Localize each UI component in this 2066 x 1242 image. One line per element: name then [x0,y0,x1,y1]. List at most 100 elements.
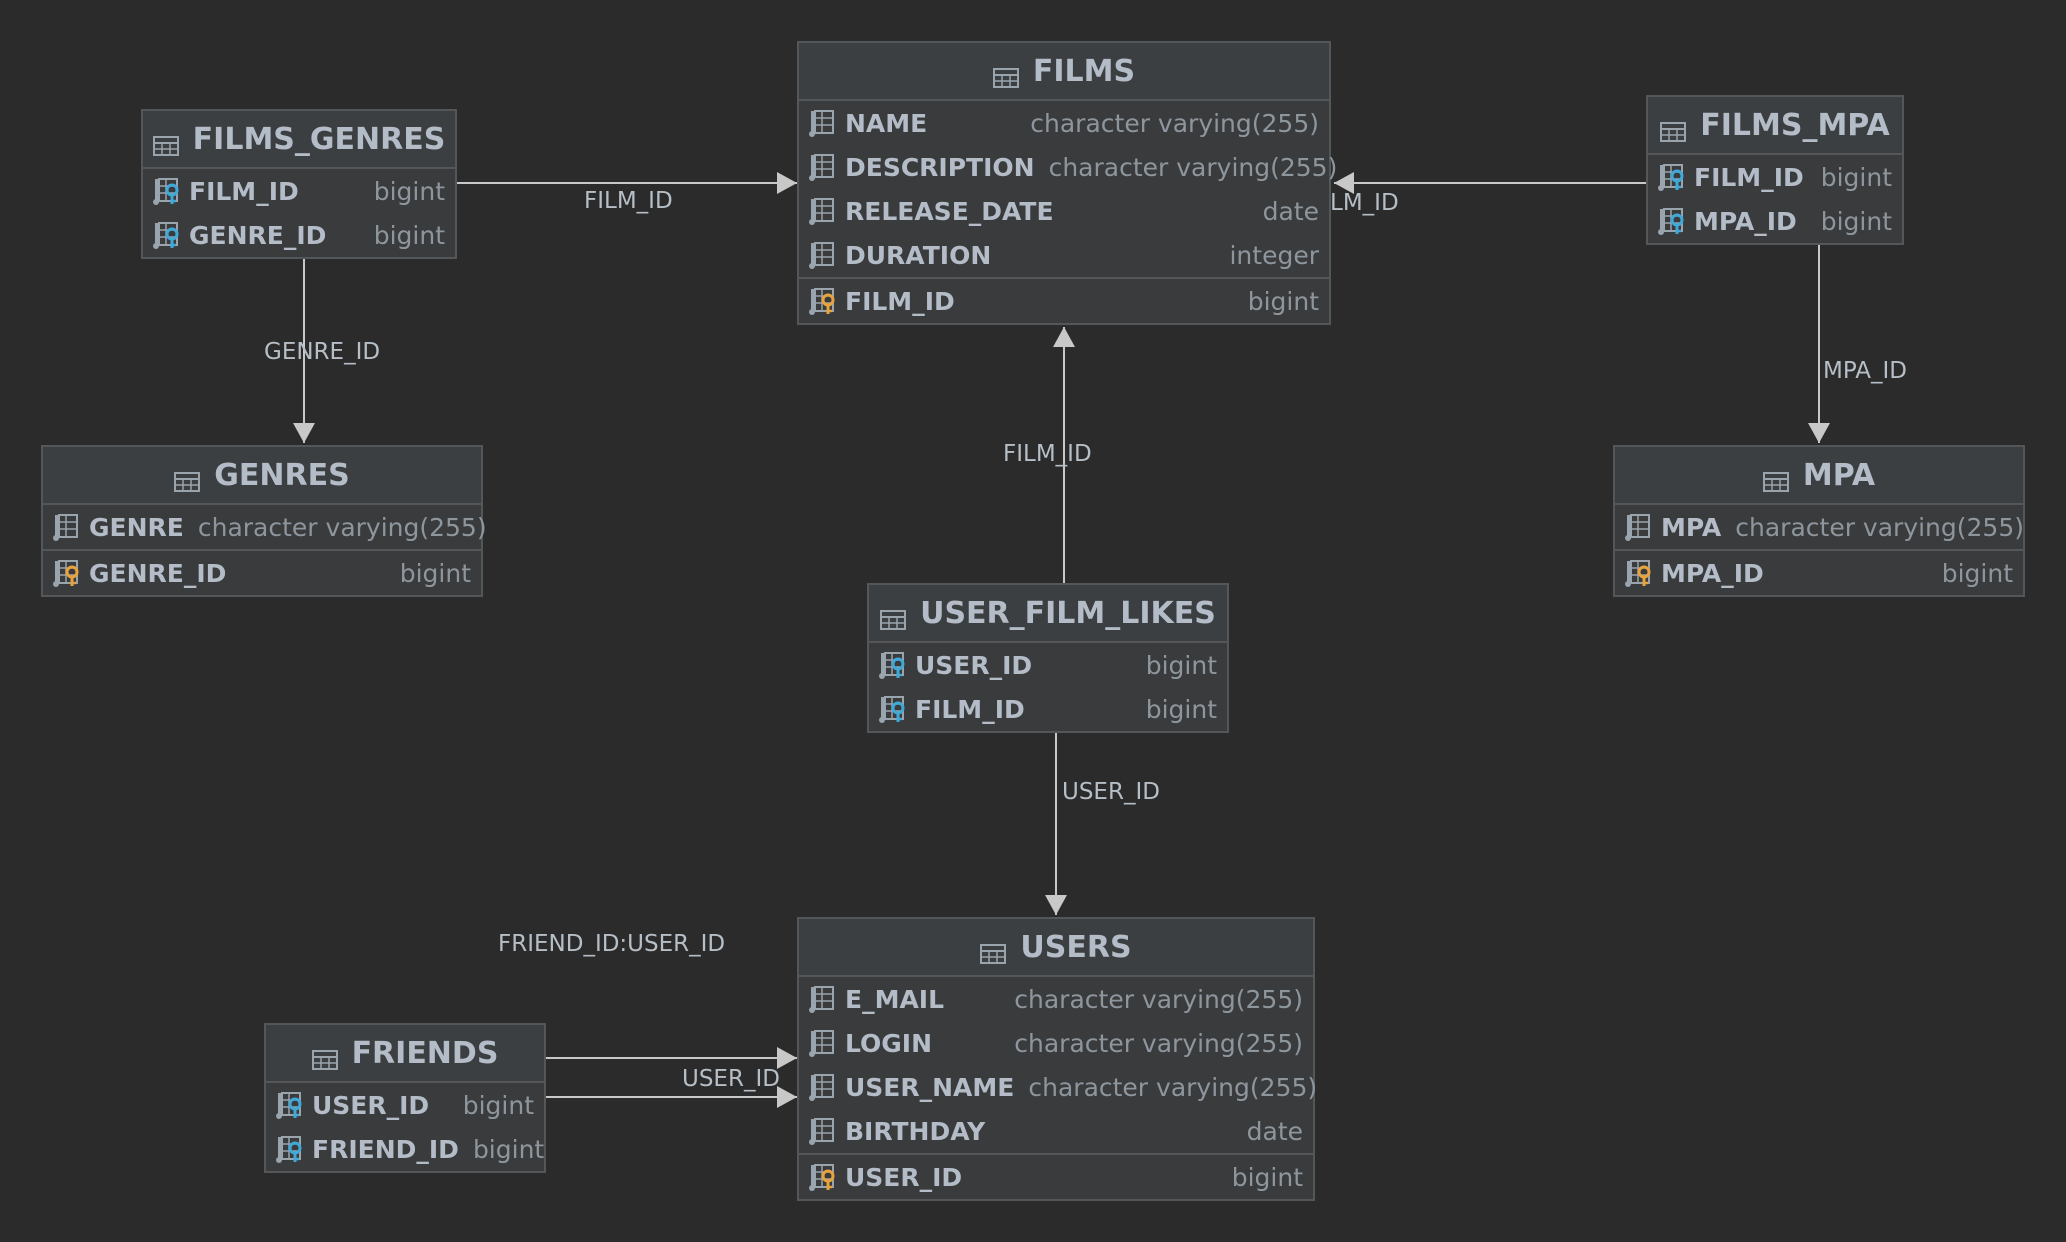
column-type: character varying(255) [1028,1072,1318,1102]
table-header[interactable]: FILMS_MPA [1648,97,1902,155]
table-grid-icon [311,1043,338,1070]
column-row[interactable]: GENRE_ID bigint [143,213,455,257]
foreign-key-column-icon [274,1134,304,1164]
primary-key-column-icon [807,286,837,316]
table-title: FILMS_GENRES [192,121,446,157]
primary-key-row[interactable]: FILM_ID bigint [799,277,1329,323]
table-title: FILMS_MPA [1700,107,1890,143]
column-type: character varying(255) [197,512,487,542]
foreign-key-column-icon [1656,162,1686,192]
column-type: bigint [1820,206,1892,236]
column-type: character varying(255) [1048,152,1338,182]
edge-likes-to-users-arrow [1045,895,1067,915]
column-name: FILM_ID [189,176,299,206]
column-icon [807,1116,837,1146]
table-grid-icon [152,129,179,156]
column-name: DESCRIPTION [845,152,1035,182]
column-name: GENRE_ID [89,558,227,588]
column-type: bigint [1941,558,2013,588]
column-row[interactable]: RELEASE_DATE date [799,189,1329,233]
primary-key-column-icon [1623,558,1653,588]
column-name: FILM_ID [1694,162,1804,192]
column-name: GENRE [89,512,184,542]
table-genres[interactable]: GENRES GENRE character varying(255) GENRE_I… [41,445,487,597]
column-name: DURATION [845,240,992,270]
table-header[interactable]: FILMS [799,43,1329,101]
column-type: date [1262,196,1319,226]
column-name: FILM_ID [915,694,1025,724]
table-header[interactable]: USERS [799,919,1313,977]
column-type: bigint [462,1090,534,1120]
primary-key-row[interactable]: MPA_ID bigint [1615,549,2023,595]
column-name: USER_ID [915,650,1033,680]
column-type: bigint [399,558,471,588]
column-name: MPA_ID [1661,558,1764,588]
edge-films-mpa-to-films-arrow [1334,172,1354,194]
column-type: bigint [373,220,445,250]
primary-key-row[interactable]: GENRE_ID bigint [43,549,481,595]
table-header[interactable]: FRIENDS [266,1025,544,1083]
column-name: MPA [1661,512,1722,542]
foreign-key-column-icon [151,220,181,250]
column-name: GENRE_ID [189,220,327,250]
column-icon [807,196,837,226]
foreign-key-column-icon [151,176,181,206]
table-header[interactable]: FILMS_GENRES [143,111,455,169]
table-title: GENRES [214,457,350,493]
primary-key-column-icon [51,558,81,588]
table-grid-icon [880,603,907,630]
edge-label: MPA_ID [1823,358,1907,384]
column-name: RELEASE_DATE [845,196,1054,226]
table-grid-icon [1762,465,1789,492]
column-type: date [1246,1116,1303,1146]
edge-label: FILM_ID [1003,441,1092,467]
column-name: MPA_ID [1694,206,1797,236]
column-row[interactable]: DESCRIPTION character varying(255) [799,145,1337,189]
edge-label: USER_ID [1062,779,1160,805]
column-type: bigint [1247,286,1319,316]
column-icon [807,108,837,138]
table-header[interactable]: USER_FILM_LIKES [869,585,1227,643]
edge-films-mpa-to-mpa-arrow [1808,423,1830,443]
table-title: FRIENDS [351,1035,499,1071]
table-title: USER_FILM_LIKES [920,595,1216,631]
edge-label: FILM_ID [584,188,673,214]
column-name: USER_ID [845,1162,963,1192]
column-icon [807,152,837,182]
column-icon [807,984,837,1014]
edge-label: USER_ID [682,1066,780,1092]
foreign-key-column-icon [274,1090,304,1120]
primary-key-column-icon [807,1162,837,1192]
table-title: FILMS [1032,53,1136,89]
table-header[interactable]: GENRES [43,447,481,505]
column-name: FRIEND_ID [312,1134,459,1164]
table-grid-icon [980,937,1007,964]
table-grid-icon [992,61,1019,88]
column-row[interactable]: MPA_ID bigint [1648,199,1902,243]
column-row[interactable]: GENRE character varying(255) [43,505,487,549]
column-name: FILM_ID [845,286,955,316]
table-header[interactable]: MPA [1615,447,2023,505]
